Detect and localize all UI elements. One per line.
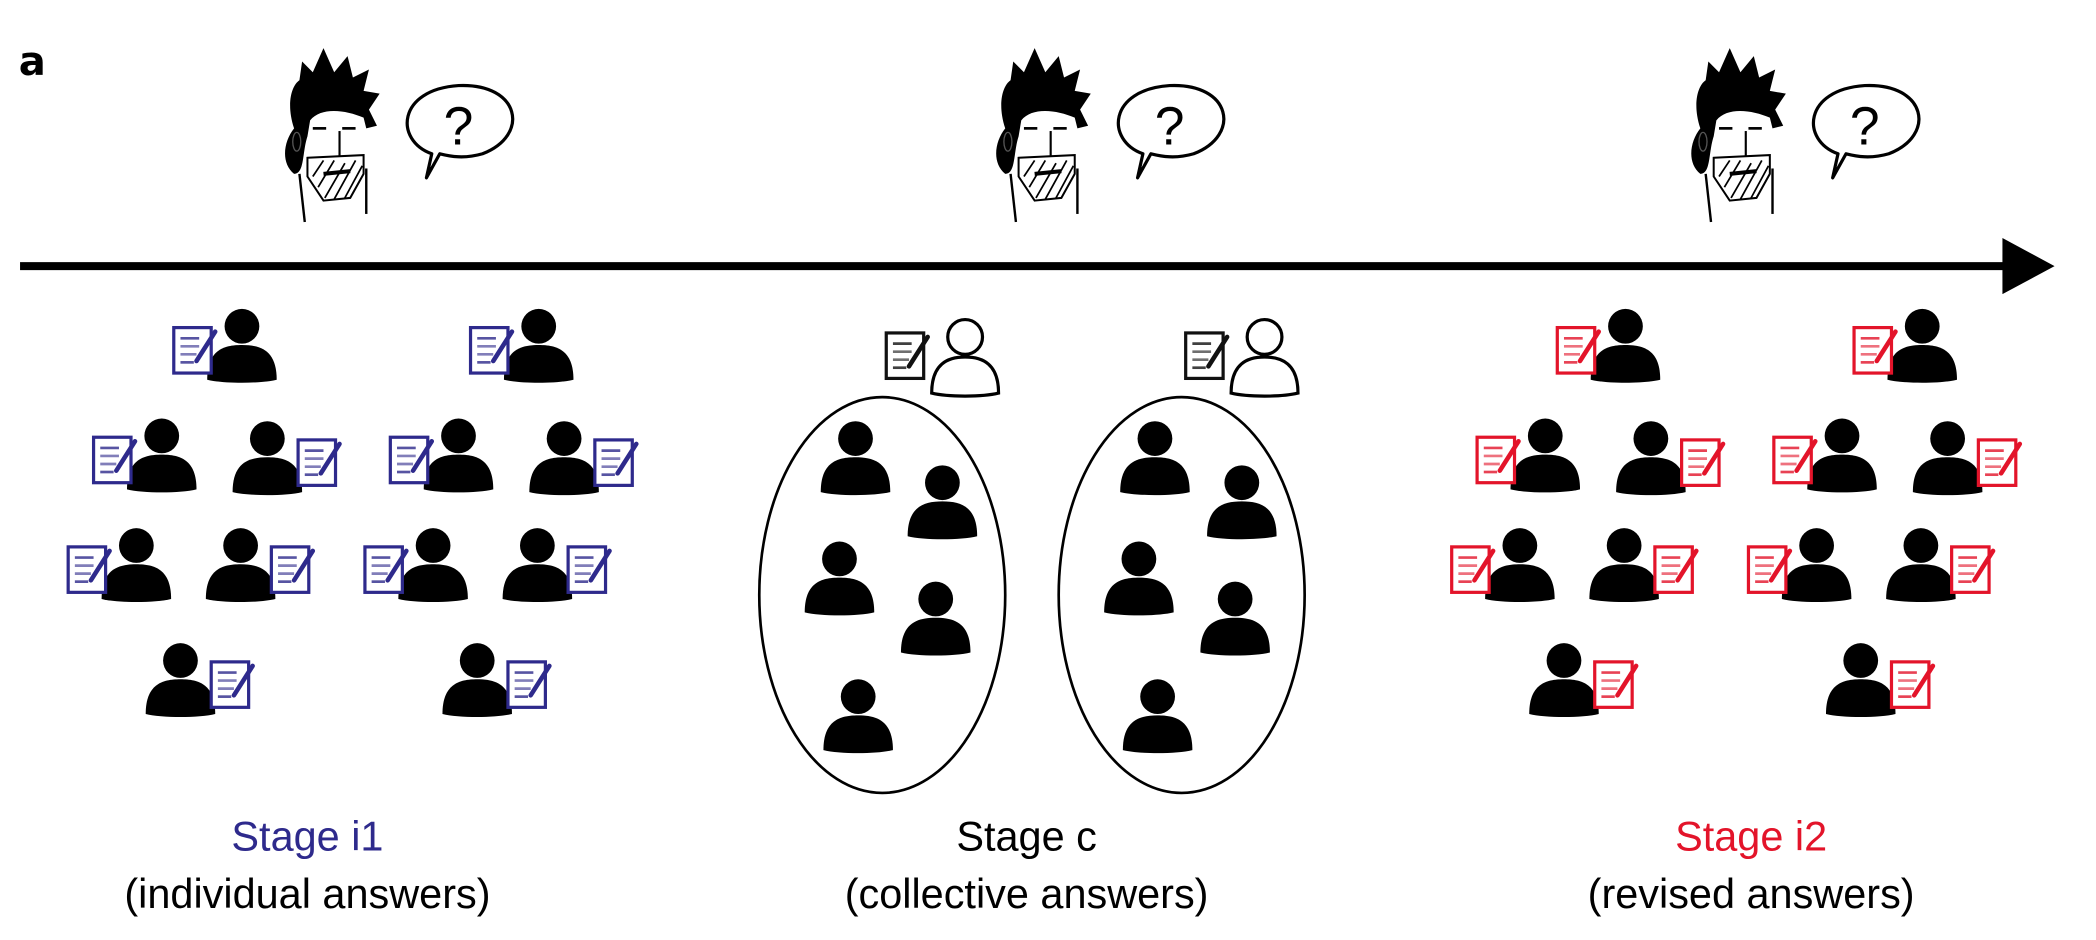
person-icon (900, 581, 971, 656)
answer-sheet-icon (568, 547, 609, 592)
person-icon (820, 421, 891, 496)
person-icon (804, 541, 875, 616)
stage-i2-title: Stage i2 (1675, 812, 1827, 859)
question-mark: ? (444, 97, 474, 156)
answer-sheet-icon (1891, 662, 1932, 707)
answer-sheet-icon (1682, 440, 1723, 485)
timeline-arrow (20, 238, 2055, 295)
answer-sheet-icon (886, 333, 927, 378)
answer-sheet-icon (1186, 333, 1227, 378)
experimenter-question-c: ? (996, 48, 1226, 222)
spokesperson-icon (1229, 317, 1300, 398)
stage-c-title: Stage c (956, 812, 1097, 859)
answer-sheet-icon (271, 547, 312, 592)
person-icon (1122, 679, 1193, 754)
answer-sheet-icon (1557, 328, 1598, 373)
person-icon (145, 643, 216, 718)
answer-sheet-icon (1774, 437, 1815, 482)
person-icon (1485, 528, 1555, 603)
person-icon (126, 418, 197, 493)
person-icon (503, 308, 574, 383)
person-icon (1886, 528, 1956, 603)
collective-group (757, 317, 1007, 795)
stage-i2-subtitle: (revised answers) (1588, 870, 1915, 917)
person-icon (1200, 581, 1270, 656)
person-icon (502, 528, 573, 603)
person-icon (1120, 421, 1190, 496)
answer-sheet-icon (174, 328, 215, 373)
answer-sheet-icon (1595, 662, 1636, 707)
person-icon (1207, 465, 1277, 540)
person-icon (1825, 643, 1896, 718)
person-icon (529, 421, 599, 496)
answer-sheet-icon (298, 440, 339, 485)
person-icon (1590, 308, 1661, 383)
stage-c-subtitle: (collective answers) (845, 870, 1209, 917)
answer-sheet-icon (94, 437, 135, 482)
stage-i2-group (1452, 308, 2020, 718)
answer-sheet-icon (365, 547, 406, 592)
spokesperson-icon (930, 317, 1001, 398)
experimenter-question-i2: ? (1691, 48, 1921, 222)
group-ellipse (757, 395, 1007, 795)
i2-participant-cluster (1452, 308, 1723, 718)
answer-sheet-icon (1978, 440, 2019, 485)
collective-group (1057, 317, 1306, 795)
person-icon (232, 421, 303, 496)
answer-sheet-icon (1952, 547, 1993, 592)
i1-participant-cluster (365, 308, 636, 718)
question-mark: ? (1850, 97, 1880, 156)
answer-sheet-icon (471, 328, 512, 373)
bearded-man-head-icon (285, 48, 380, 222)
person-icon (207, 308, 277, 383)
stage-i1-subtitle: (individual answers) (124, 870, 490, 917)
i1-participant-cluster (68, 308, 339, 718)
person-icon (205, 528, 276, 603)
person-icon (1104, 541, 1174, 616)
answer-sheet-icon (595, 440, 636, 485)
person-icon (823, 679, 893, 754)
bearded-man-head-icon (996, 48, 1091, 222)
person-icon (1807, 418, 1877, 493)
answer-sheet-icon (508, 662, 549, 707)
stage-i1-group (68, 308, 636, 718)
person-icon (1781, 528, 1852, 603)
question-mark: ? (1155, 97, 1185, 156)
answer-sheet-icon (211, 662, 252, 707)
answer-sheet-icon (1477, 437, 1518, 482)
person-icon (423, 418, 494, 493)
answer-sheet-icon (1854, 328, 1895, 373)
person-icon (1887, 308, 1957, 383)
stage-i1-title: Stage i1 (231, 812, 383, 859)
answer-sheet-icon (1748, 547, 1789, 592)
group-ellipse (1057, 395, 1306, 795)
person-icon (1589, 528, 1659, 603)
panel-label: a (19, 39, 46, 85)
i2-participant-cluster (1748, 308, 2019, 718)
person-icon (907, 465, 978, 540)
answer-sheet-icon (390, 437, 431, 482)
person-icon (1616, 421, 1686, 496)
person-icon (442, 643, 512, 718)
answer-sheet-icon (68, 547, 109, 592)
person-icon (1912, 421, 1983, 496)
bearded-man-head-icon (1691, 48, 1786, 222)
person-icon (1510, 418, 1581, 493)
answer-sheet-icon (1452, 547, 1493, 592)
person-icon (101, 528, 172, 603)
person-icon (1529, 643, 1599, 718)
person-icon (398, 528, 468, 603)
answer-sheet-icon (1655, 547, 1696, 592)
experimenter-question-i1: ? (285, 48, 515, 222)
stage-c-group (757, 317, 1306, 795)
